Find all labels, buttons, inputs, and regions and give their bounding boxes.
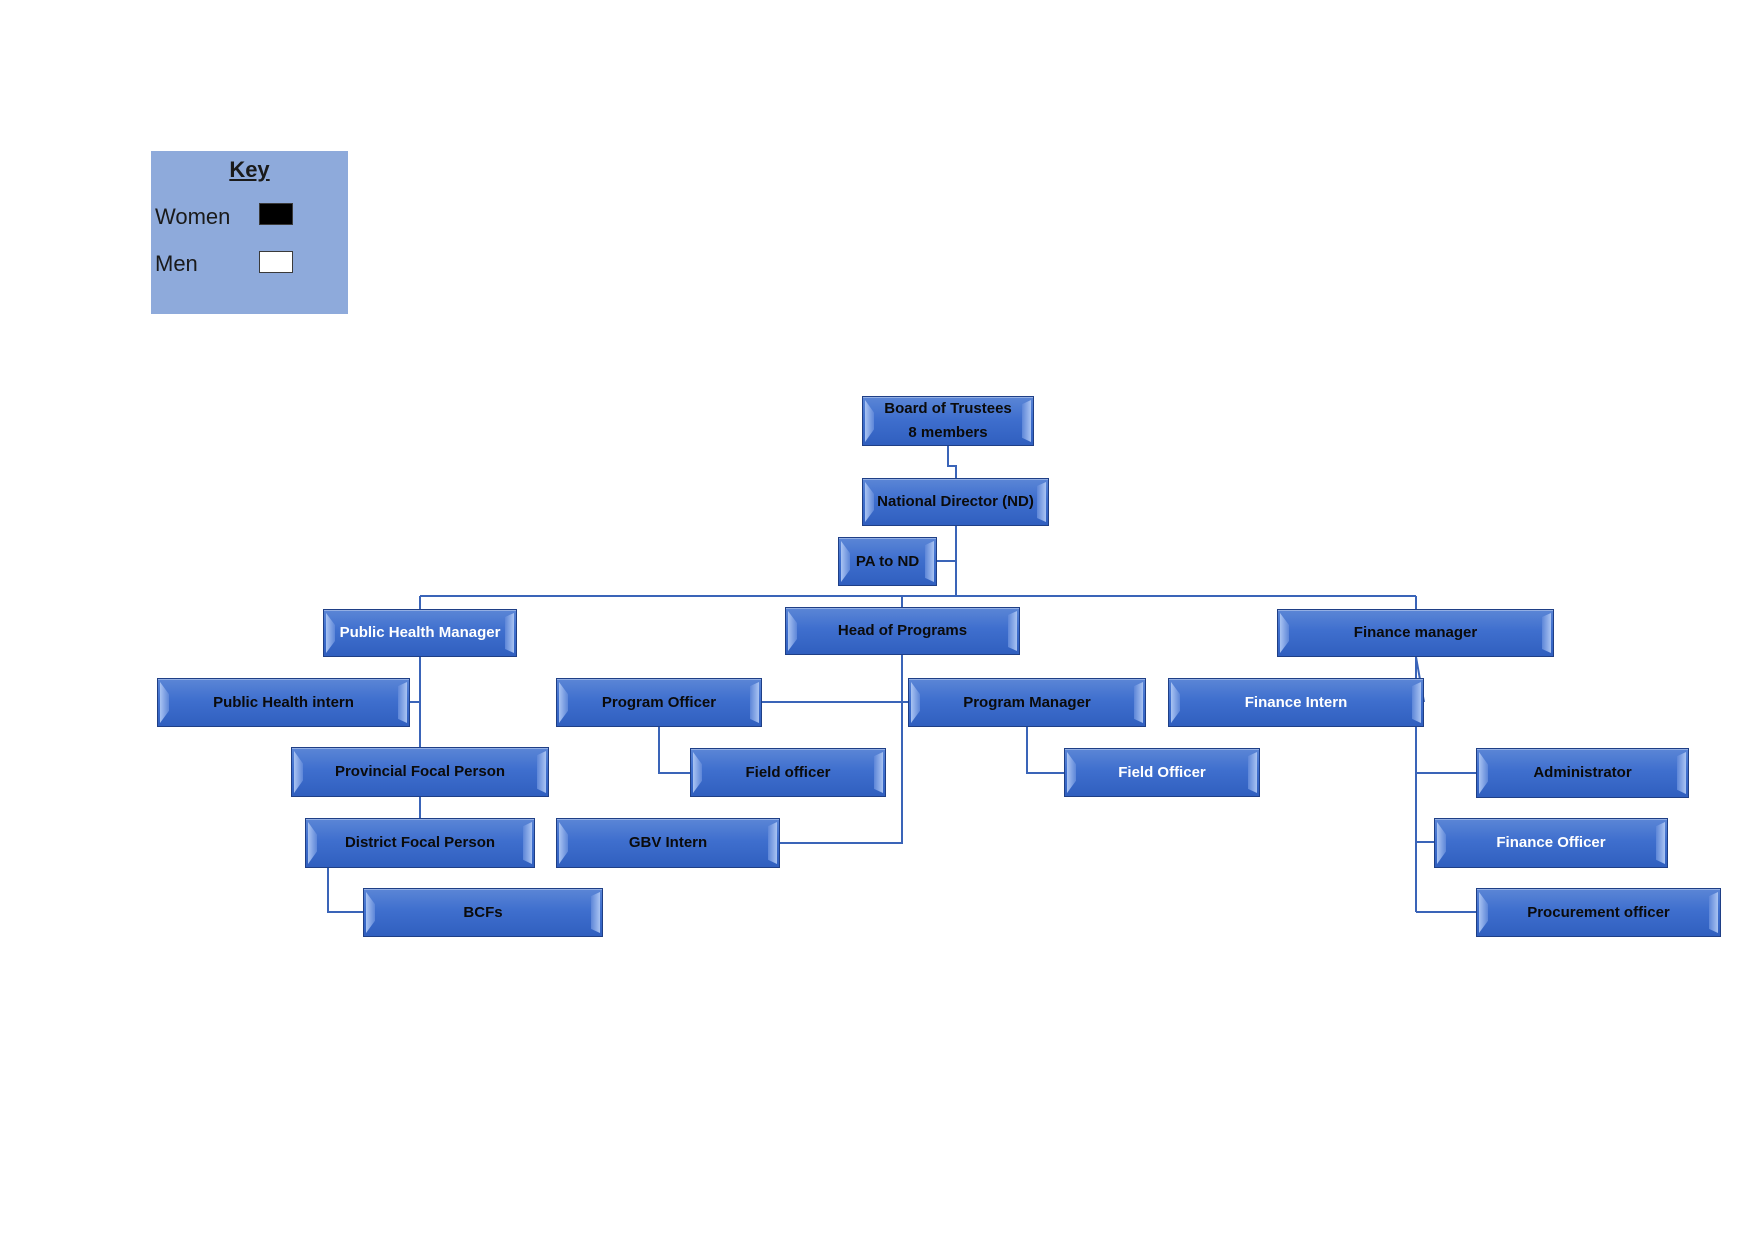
key-swatch-men xyxy=(259,251,293,273)
node-field-officer-programs: Field officer xyxy=(690,748,886,797)
connector-po-field xyxy=(658,727,690,774)
connector-pm-field xyxy=(1026,727,1064,774)
key-label-men: Men xyxy=(155,251,198,276)
node-bcfs: BCFs xyxy=(363,888,603,937)
node-label: BCFs xyxy=(463,903,503,921)
key-legend: Key Women Men xyxy=(151,151,348,314)
node-pa-to-nd: PA to ND xyxy=(838,537,937,586)
node-field-officer-pm: Field Officer xyxy=(1064,748,1260,797)
board-members: 8 members xyxy=(908,424,988,441)
node-national-director: National Director (ND) xyxy=(862,478,1049,526)
key-swatch-women xyxy=(259,203,293,225)
key-label-women: Women xyxy=(155,204,231,229)
node-label: Provincial Focal Person xyxy=(334,763,506,780)
node-label: District Focal Person xyxy=(344,834,496,851)
connector-hop-trunk xyxy=(780,655,903,844)
node-label: Administrator xyxy=(1533,764,1632,781)
node-label: Field officer xyxy=(745,763,831,781)
node-public-health-intern: Public Health intern xyxy=(157,678,410,727)
node-program-manager: Program Manager xyxy=(908,678,1146,727)
connector-dfp-bcfs xyxy=(327,868,363,913)
node-label: PA to ND xyxy=(855,552,920,570)
node-public-health-manager: Public Health Manager xyxy=(323,609,517,657)
node-label: Finance Officer xyxy=(1496,834,1606,851)
node-label: Public Health Manager xyxy=(339,624,501,641)
board-title: Board of Trustees xyxy=(884,400,1012,417)
key-title: Key xyxy=(229,157,270,182)
node-finance-intern: Finance Intern xyxy=(1168,678,1424,727)
node-finance-manager: Finance manager xyxy=(1277,609,1554,657)
node-program-officer: Program Officer xyxy=(556,678,762,727)
node-label: Procurement officer xyxy=(1527,903,1670,921)
node-procurement-officer: Procurement officer xyxy=(1476,888,1721,937)
node-label: GBV Intern xyxy=(628,834,708,851)
node-label: Program Manager xyxy=(963,693,1091,711)
node-label: National Director (ND) xyxy=(877,493,1034,510)
node-board-of-trustees: Board of Trustees 8 members xyxy=(862,396,1034,446)
node-administrator: Administrator xyxy=(1476,748,1689,798)
node-label: Public Health intern xyxy=(213,693,354,711)
node-label: Field Officer xyxy=(1118,763,1206,781)
node-label: Program Officer xyxy=(601,693,717,711)
node-label: Finance manager xyxy=(1353,624,1478,641)
node-label: Finance Intern xyxy=(1244,693,1348,711)
node-finance-officer: Finance Officer xyxy=(1434,818,1668,868)
node-provincial-focal-person: Provincial Focal Person xyxy=(291,747,549,797)
node-head-of-programs: Head of Programs xyxy=(785,607,1020,655)
connector-board-nd xyxy=(947,446,957,478)
node-gbv-intern: GBV Intern xyxy=(556,818,780,868)
node-label: Head of Programs xyxy=(837,622,968,639)
node-district-focal-person: District Focal Person xyxy=(305,818,535,868)
